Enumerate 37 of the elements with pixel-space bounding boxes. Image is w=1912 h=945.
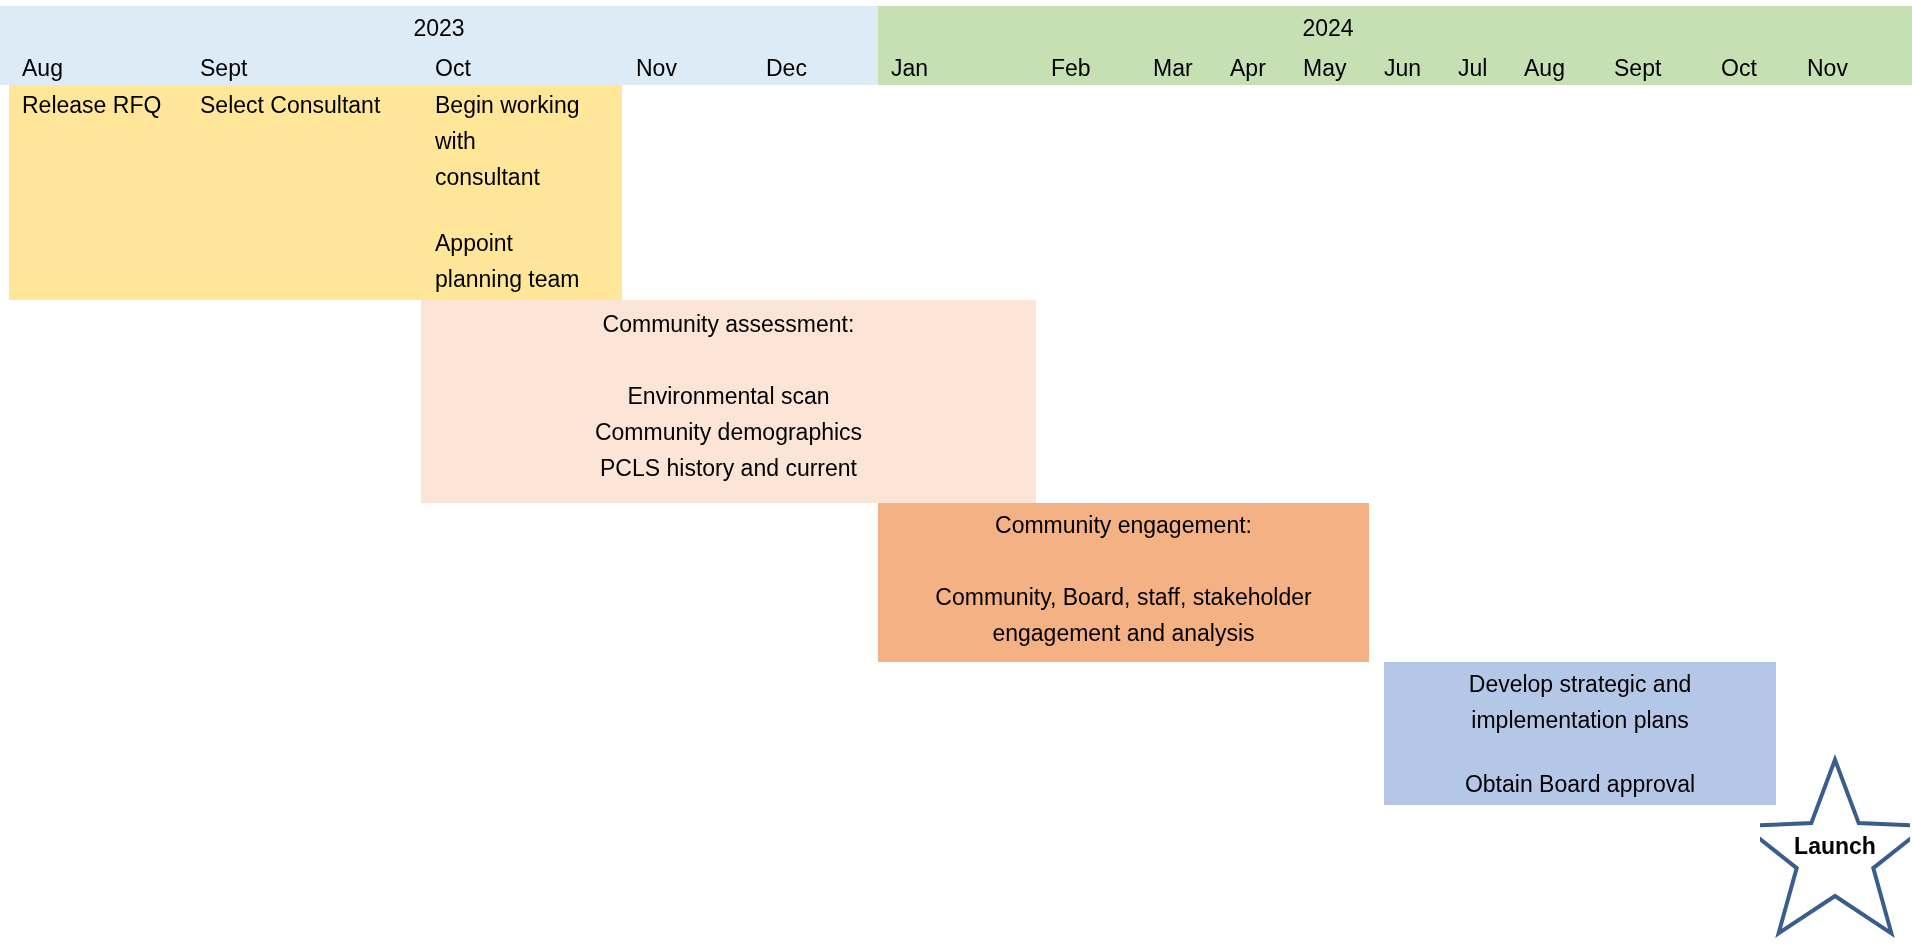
phase-bar	[1384, 662, 1776, 805]
task-text: Community assessment:	[601, 310, 856, 339]
year-label: 2024	[1301, 14, 1355, 43]
task-text: Develop strategic and implementation plans	[1467, 670, 1693, 735]
year-band	[0, 6, 878, 85]
phase-bar	[9, 85, 622, 300]
month-label: Mar	[1153, 54, 1193, 83]
year-band	[878, 6, 1912, 85]
task-text: Obtain Board approval	[1463, 770, 1697, 799]
task-text: Environmental scan	[626, 382, 831, 411]
month-label: Aug	[22, 54, 63, 83]
task-text: Appoint planning team	[435, 229, 581, 294]
month-label: Oct	[435, 54, 471, 83]
month-label: Sept	[1614, 54, 1662, 83]
phase-bar	[421, 300, 1036, 503]
month-label: Apr	[1230, 54, 1266, 83]
month-label: Jul	[1458, 54, 1488, 83]
month-label: Nov	[636, 54, 677, 83]
month-label: Jun	[1384, 54, 1422, 83]
month-label: Feb	[1051, 54, 1091, 83]
task-text: Select Consultant	[200, 91, 382, 120]
month-label: Dec	[766, 54, 807, 83]
month-label: May	[1303, 54, 1347, 83]
milestone-label: Launch	[1793, 832, 1877, 861]
task-text: Release RFQ	[22, 91, 163, 120]
task-text: PCLS history and current	[599, 454, 858, 483]
task-text: Community, Board, staff, stakeholder engagement and analysis	[934, 583, 1313, 648]
task-text: Begin working with consultant	[435, 91, 581, 192]
month-label: Sept	[200, 54, 248, 83]
month-label: Jan	[891, 54, 929, 83]
month-label: Oct	[1721, 54, 1757, 83]
task-text: Community demographics	[593, 418, 864, 447]
task-text: Community engagement:	[994, 511, 1253, 540]
phase-bar	[878, 503, 1369, 662]
month-label: Aug	[1524, 54, 1565, 83]
month-label: Nov	[1807, 54, 1848, 83]
year-label: 2023	[412, 14, 466, 43]
